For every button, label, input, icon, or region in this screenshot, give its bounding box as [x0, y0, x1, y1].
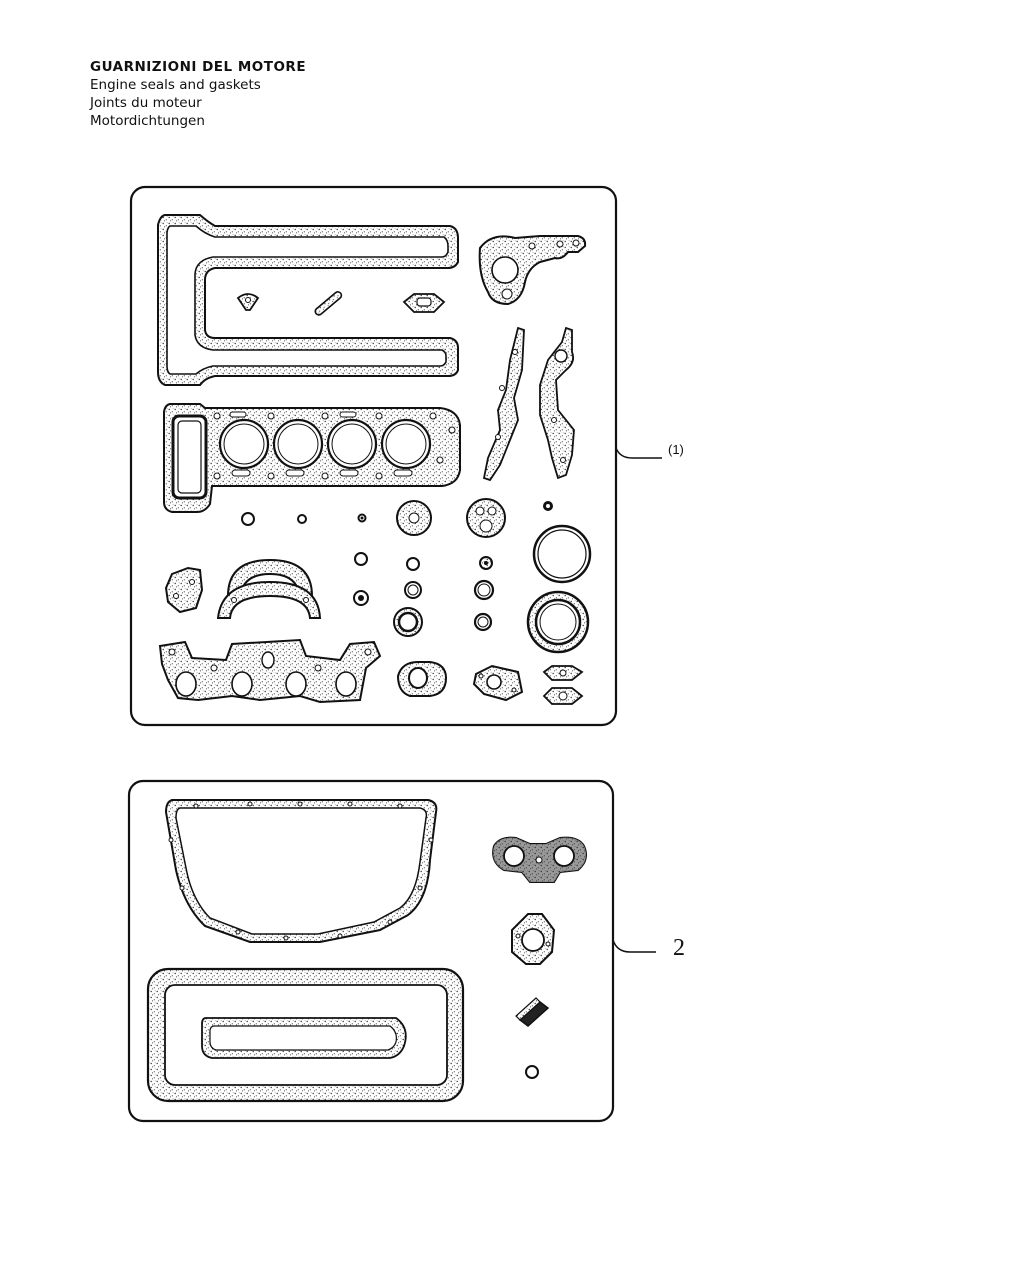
small-seal-strip — [515, 997, 550, 1027]
gasket-set-1-panel — [129, 185, 662, 727]
set-2-label: 2 — [673, 935, 685, 961]
round-flange-gasket — [511, 913, 556, 965]
timing-cover-gaskets — [482, 326, 575, 482]
set-2-callout-line — [612, 939, 656, 953]
rocker-cover-gasket — [157, 214, 459, 386]
carburettor-gasket — [492, 836, 587, 883]
flange-gaskets — [396, 661, 584, 705]
oil-pan-gasket — [164, 799, 438, 943]
small-washer — [525, 1065, 539, 1079]
cover-gasket — [146, 967, 465, 1103]
title-english: Engine seals and gaskets — [90, 77, 261, 93]
page-heading: GUARNIZIONI DEL MOTORE Engine seals and … — [90, 58, 306, 130]
set-1-label: (1) — [668, 442, 684, 457]
set-1-callout-line — [615, 447, 662, 459]
water-pump-gasket — [478, 235, 587, 306]
thermostat-gasket — [164, 566, 204, 614]
rear-main-seal-gaskets — [216, 558, 322, 619]
title-french: Joints du moteur — [90, 95, 202, 111]
title-italian: GUARNIZIONI DEL MOTORE — [90, 59, 307, 75]
title-german: Motordichtungen — [90, 113, 205, 129]
washers-and-rings — [241, 498, 592, 654]
manifold-gasket — [158, 638, 382, 704]
gasket-set-2-panel — [127, 779, 656, 1123]
cylinder-head-gasket — [163, 403, 461, 513]
small-seals-top — [236, 291, 446, 316]
